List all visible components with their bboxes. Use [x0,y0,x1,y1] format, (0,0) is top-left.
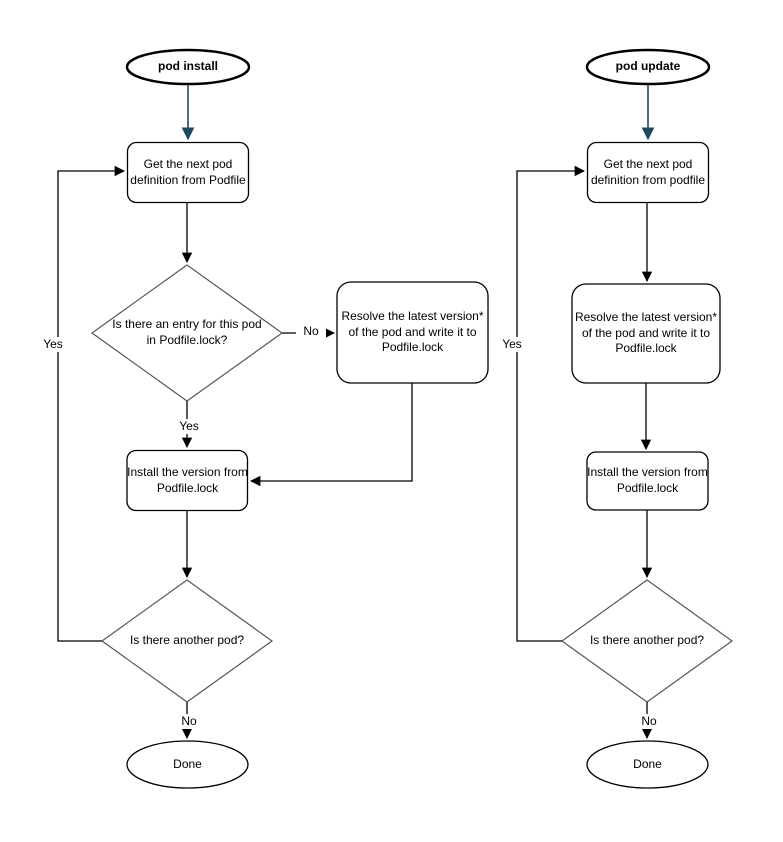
edge-label-yes-loop-left: Yes [36,337,70,352]
edge-label-no-left: No [296,324,326,339]
process-label-install-left: Install the version from Podfile.lock [127,464,248,495]
edge-label-yes-loop-right: Yes [495,337,529,352]
process-label-get-pod-right: Get the next pod definition from podfile [590,156,706,187]
edge-label-no-done-left: No [173,714,205,729]
process-label-install-right: Install the version from Podfile.lock [587,465,708,495]
process-install-left [126,449,249,512]
process-label-resolve-left: Resolve the latest version* of the pod a… [341,309,484,355]
start-label-pod-install: pod install [158,59,218,74]
start-oval-pod-install [125,48,251,86]
end-label-done-left: Done [173,756,202,771]
process-label-resolve-right: Resolve the latest version* of the pod a… [574,310,718,356]
edge-label-yes-left: Yes [172,419,206,434]
edge-yes-loop-left [57,165,126,642]
decision-label-another-left: Is there another pod? [129,633,245,648]
process-get-pod-left [126,141,250,204]
end-oval-done-right [586,740,709,789]
end-label-done-right: Done [633,756,662,771]
decision-label-another-right: Is there another pod? [589,633,705,648]
edge-label-no-done-right: No [633,714,665,729]
edge-resolve-to-install [249,383,413,487]
process-label-get-pod-left: Get the next pod definition from Podfile [130,156,246,187]
end-oval-done-left [126,740,249,789]
edge-yes-loop-right [516,165,586,642]
decision-label-entry: Is there an entry for this pod in Podfil… [112,317,262,347]
start-label-pod-update: pod update [615,59,681,74]
process-get-pod-right [586,141,710,204]
start-oval-pod-update [585,48,711,86]
